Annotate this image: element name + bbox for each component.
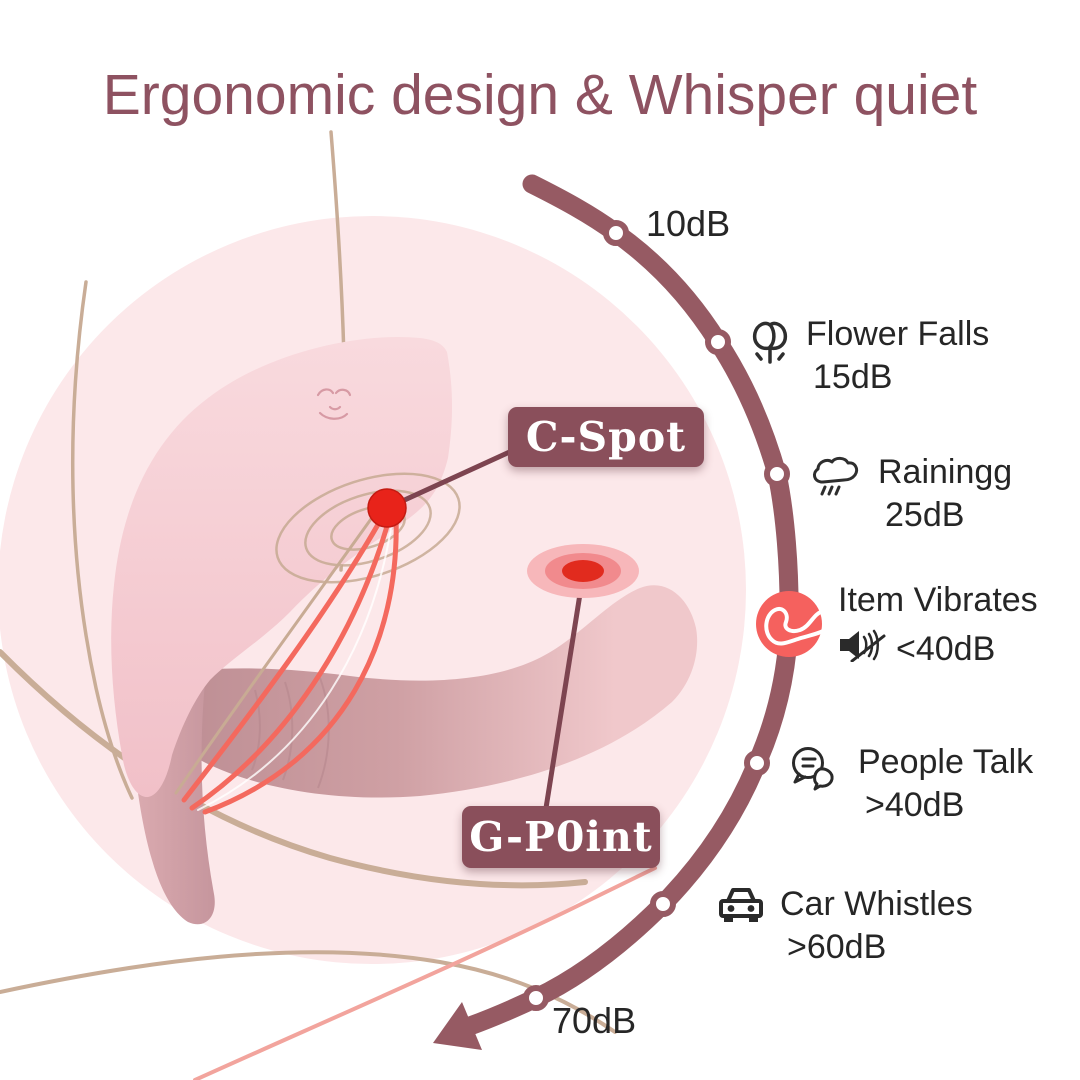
scale-item-car-whistles: Car Whistles >60dB xyxy=(718,884,973,968)
g-point-tag: G-P0int xyxy=(462,806,660,868)
scale-end-label: 70dB xyxy=(552,1000,637,1041)
item-vibrates-badge xyxy=(756,591,836,657)
scale-item-name: People Talk xyxy=(858,743,1034,781)
scale-item-level: 25dB xyxy=(885,496,965,534)
g-point-glow xyxy=(527,544,639,598)
scale-item-name: Car Whistles xyxy=(780,885,973,923)
arc-arrowhead-icon xyxy=(433,1002,482,1050)
scale-item-name: Flower Falls xyxy=(806,315,990,353)
c-spot-connector-line xyxy=(385,447,516,511)
scale-item-item-vibrates: Item Vibrates <40dB xyxy=(838,580,1038,672)
scale-item-name: Item Vibrates xyxy=(838,581,1038,619)
scale-item-name: Rainingg xyxy=(878,453,1013,491)
speech-bubbles-icon xyxy=(786,744,842,802)
product-outline-glyph xyxy=(764,607,836,646)
scale-item-level: 15dB xyxy=(813,358,893,396)
muted-speaker-icon xyxy=(838,628,886,672)
scale-start-label: 10dB xyxy=(646,203,731,244)
scale-item-level: >60dB xyxy=(787,928,887,966)
scale-item-level: >40dB xyxy=(865,786,965,824)
scale-item-flower-falls: Flower Falls 15dB xyxy=(750,314,989,398)
page-title: Ergonomic design & Whisper quiet xyxy=(102,63,978,127)
scale-item-raining: Rainingg 25dB xyxy=(810,452,1012,536)
pink-sketch-line xyxy=(193,866,657,1080)
nerve-lines xyxy=(174,510,399,815)
product-lower-arm xyxy=(149,585,698,798)
product-upper-arm xyxy=(111,336,453,798)
arc-marker-dots xyxy=(523,220,790,1011)
c-spot-dot xyxy=(367,488,407,528)
scale-item-people-talk: People Talk >40dB xyxy=(786,742,1033,826)
scale-item-level: <40dB xyxy=(896,629,996,668)
flower-icon xyxy=(750,316,790,376)
g-point-connector-line xyxy=(543,574,586,809)
cat-face-logo xyxy=(316,388,352,420)
rain-cloud-icon xyxy=(810,454,862,510)
car-icon xyxy=(718,886,764,936)
c-spot-tag: C-Spot xyxy=(508,407,704,467)
